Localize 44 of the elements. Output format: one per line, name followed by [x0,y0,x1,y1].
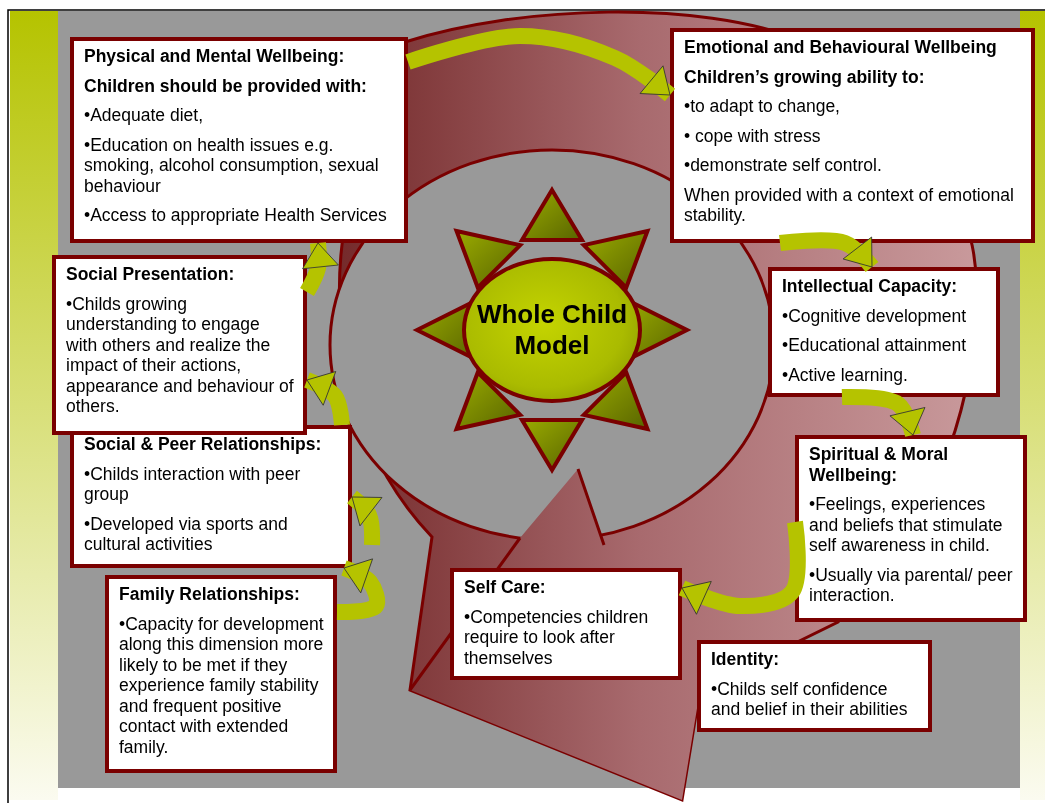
box-text: •Usually via parental/ peer interaction. [809,564,1014,606]
curved-arrow [346,490,383,546]
curved-arrow [405,28,676,102]
center-title: Whole Child Model [475,299,629,361]
text-box [70,37,408,243]
box-text: •Capacity for development along this dimension more likely to be met if they experience family stability and frequent positive contact with extended family. [119,613,325,757]
box-text: •Adequate diet, [84,105,204,126]
box-text: •Cognitive development [782,305,968,326]
curved-arrow [779,232,879,273]
box-text: •Educational attainment [782,335,968,356]
curved-arrow [678,520,806,615]
box-heading: Emotional and Behavioural Wellbeing [684,37,998,58]
box-heading: Spiritual & Moral Wellbeing: [809,444,950,485]
box-heading: Children should be provided with: [84,75,368,96]
curved-arrow [841,388,926,438]
box-text: •Access to appropriate Health Services [84,205,388,226]
text-box [70,425,352,568]
box-text: •Developed via sports and cultural activities [84,513,289,555]
box-heading: Social Presentation: [66,264,236,285]
box-heading: Children’s growing ability to: [684,66,926,87]
text-box [105,575,337,773]
box-text: •Feelings, experiences and beliefs that stimulate self awareness in child. [809,494,1004,556]
text-box [450,568,682,680]
box-heading: Self Care: [464,577,547,598]
box-text: •to adapt to change, [684,96,841,117]
box-text: When provided with a context of emotional stability. [684,184,1015,226]
box-heading: Social & Peer Relationships: [84,434,323,455]
box-text: •Childs growing understanding to engage with others and realize the impact of their actions, appearance and behaviour of others. [66,293,295,417]
text-box [768,267,1000,397]
box-heading: Family Relationships: [119,584,301,605]
box-text: •Active learning. [782,364,909,385]
text-box [670,28,1035,243]
box-text: • cope with stress [684,125,822,146]
box-text: •Education on health issues e.g. smoking, alcohol consumption, sexual behaviour [84,134,380,196]
box-heading: Intellectual Capacity: [782,276,959,297]
box-text: •demonstrate self control. [684,155,883,176]
box-heading: Physical and Mental Wellbeing: [84,46,346,67]
box-heading: Identity: [711,649,781,670]
box-text: •Childs interaction with peer group [84,463,302,505]
text-box [795,435,1027,622]
box-text: •Childs self confidence and belief in their abilities [711,678,909,720]
text-box [697,640,932,732]
text-box [52,255,307,435]
box-text: •Competencies children require to look after themselves [464,606,650,668]
